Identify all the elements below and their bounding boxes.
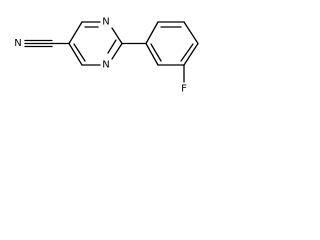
ring-inner-double-bond-left [73, 43, 86, 62]
phenyl-inner-double-bond-right [180, 43, 194, 62]
nitrile-group [24, 39, 70, 48]
ring-inner-double-bond-right [107, 39, 117, 54]
ring-n-bottom-label: N [102, 60, 109, 71]
ring-bond-n3-c2 [111, 27, 123, 45]
ring-bond-c2-n1 [111, 42, 123, 60]
pyrimidine-ring [68, 21, 123, 66]
nitrile-n-label: N [14, 38, 21, 49]
phenyl-bond-4 [183, 42, 199, 66]
phenyl-bond-3 [183, 21, 199, 45]
phenyl-bond-1 [145, 21, 159, 45]
ring-bond-c6-c5 [68, 42, 83, 66]
ring-n-top-label: N [102, 17, 109, 28]
fluorine-label: F [181, 84, 187, 95]
phenyl-ring [145, 21, 199, 66]
ring-bond-c5-c4 [68, 21, 83, 45]
phenyl-inner-double-bond-left [150, 43, 162, 62]
chemical-structure: N N N F [14, 17, 199, 95]
phenyl-bond-6 [145, 42, 159, 66]
